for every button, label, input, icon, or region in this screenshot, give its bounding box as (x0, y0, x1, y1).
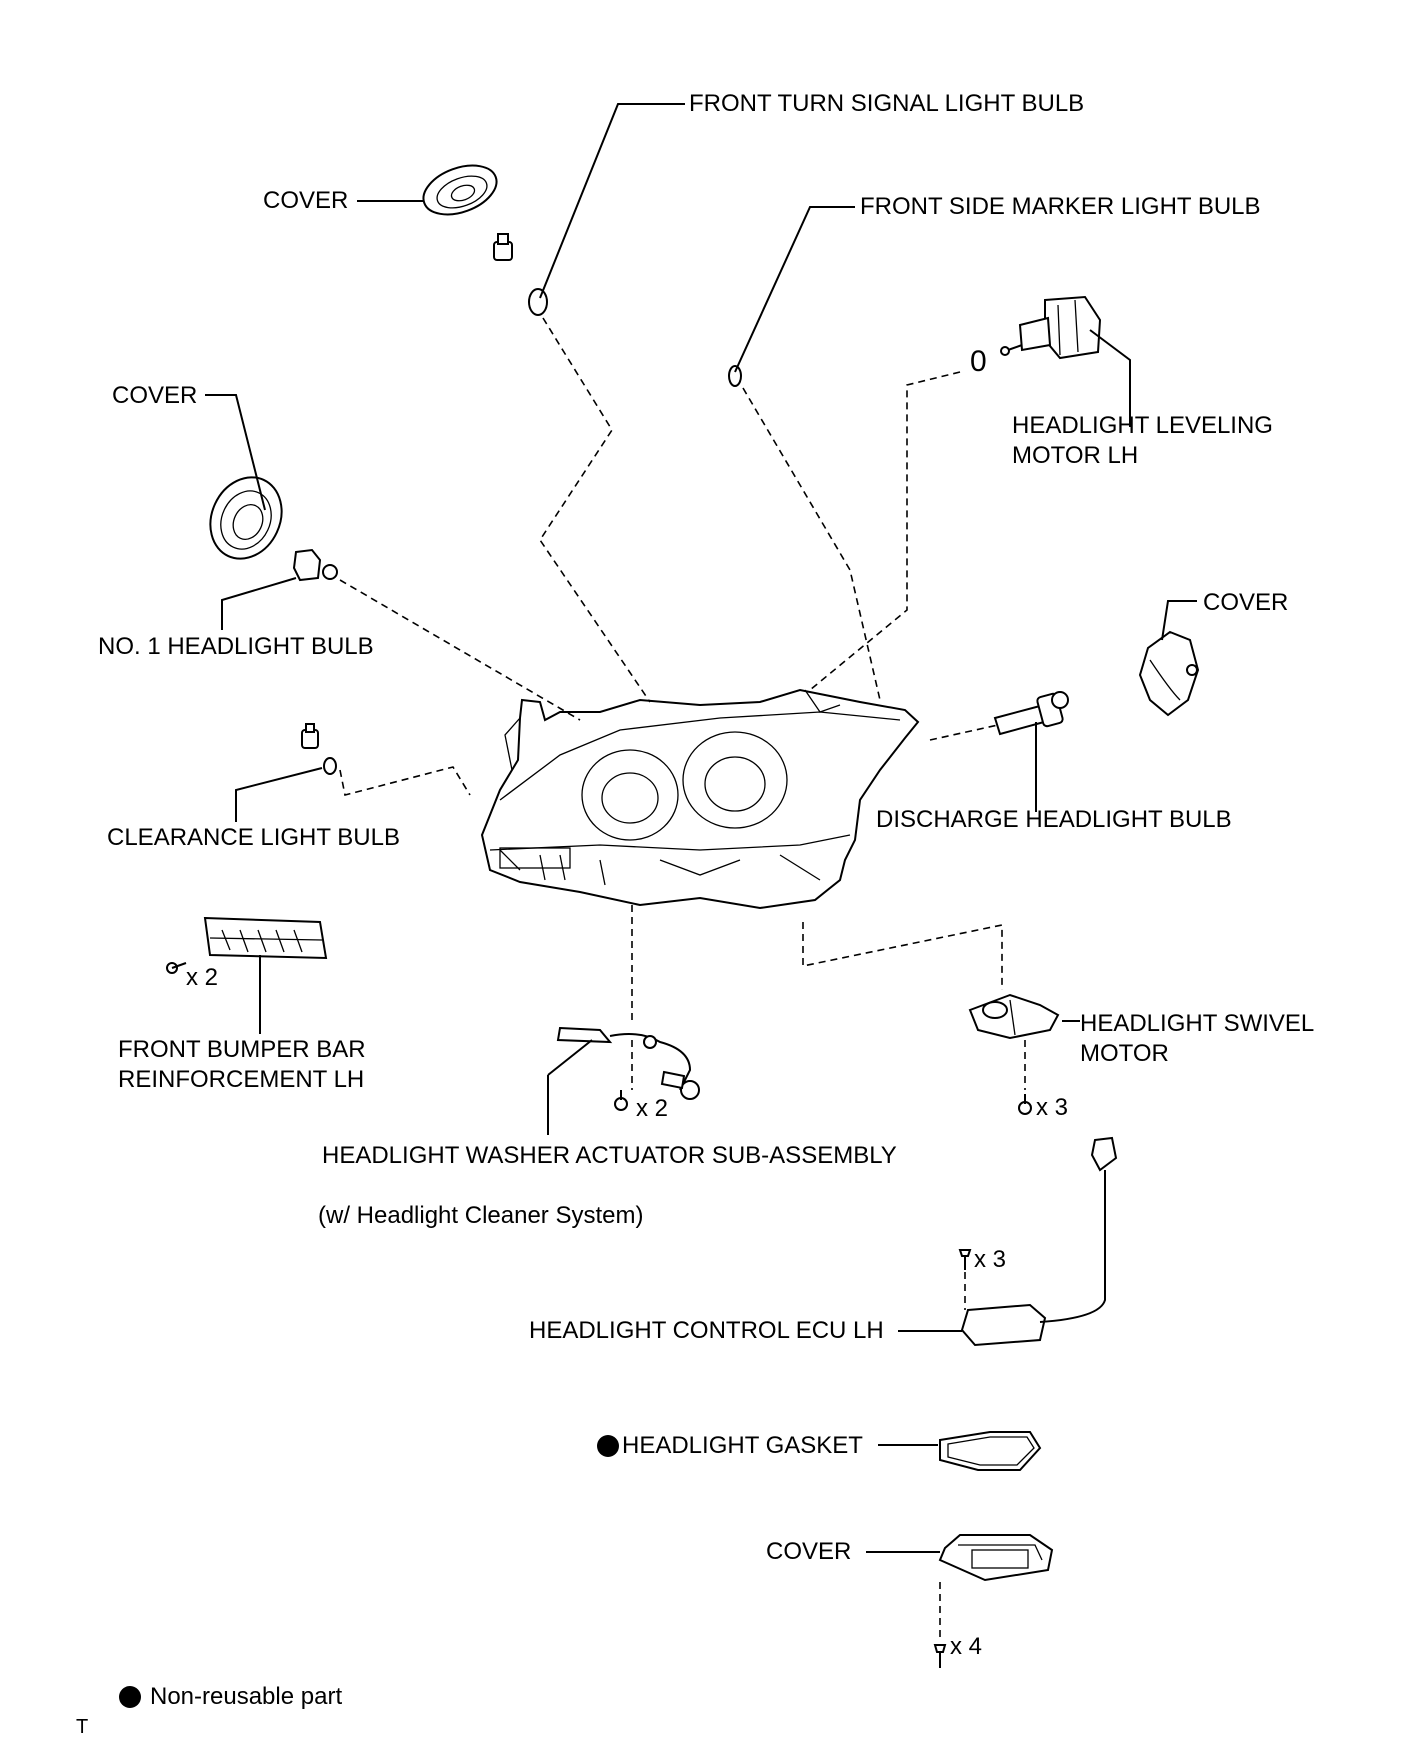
non-reusable-legend-marker (119, 1686, 141, 1708)
label-washer-qty: x 2 (636, 1095, 669, 1122)
cover-right-drawing (1138, 630, 1200, 717)
swivel-bolt-drawing (1018, 1094, 1032, 1115)
leveling-motor-drawing (1000, 295, 1102, 360)
label-swivel-motor-line2: MOTOR (1080, 1040, 1169, 1067)
label-washer-actuator: HEADLIGHT WASHER ACTUATOR SUB-ASSEMBLY (322, 1142, 897, 1169)
label-washer-note: (w/ Headlight Cleaner System) (318, 1202, 644, 1229)
no1-bulb-drawing (292, 548, 338, 582)
turn-signal-socket-drawing (493, 233, 513, 261)
label-bumper-qty: x 2 (186, 964, 219, 991)
bumper-bolt-drawing (166, 962, 187, 974)
label-front-side-marker-light-bulb: FRONT SIDE MARKER LIGHT BULB (860, 193, 1261, 220)
label-front-bumper-bar-line2: REINFORCEMENT LH (118, 1066, 365, 1093)
label-clearance-light-bulb: CLEARANCE LIGHT BULB (107, 824, 400, 851)
bumper-reinforcement-drawing (203, 916, 328, 960)
assembly-dashed-lines (339, 317, 1026, 1640)
leader-lines (205, 103, 1197, 1553)
corner-mark: T (76, 1716, 89, 1738)
cover-left-drawing (209, 476, 283, 560)
label-headlight-control-ecu: HEADLIGHT CONTROL ECU LH (529, 1317, 884, 1344)
control-ecu-drawing (960, 1136, 1118, 1347)
label-leveling-zero: 0 (970, 345, 987, 378)
label-front-turn-signal-light-bulb: FRONT TURN SIGNAL LIGHT BULB (689, 90, 1085, 117)
label-no1-headlight-bulb: NO. 1 HEADLIGHT BULB (98, 633, 374, 660)
cover-bottom-screw-drawing (933, 1644, 947, 1668)
label-headlight-leveling-motor-line1: HEADLIGHT LEVELING (1012, 412, 1273, 439)
cover-bottom-drawing (938, 1534, 1054, 1582)
non-reusable-marker-gasket (597, 1435, 619, 1457)
label-swivel-motor-line1: HEADLIGHT SWIVEL (1080, 1010, 1315, 1037)
label-cover-right: COVER (1203, 589, 1289, 616)
clearance-bulb-drawing (323, 757, 337, 775)
headlight-gasket-drawing (939, 1431, 1042, 1471)
label-cover-left: COVER (112, 382, 198, 409)
label-ecu-qty: x 3 (974, 1246, 1007, 1273)
legend-non-reusable-part: Non-reusable part (150, 1683, 343, 1710)
washer-bolt-drawing (614, 1090, 628, 1111)
discharge-bulb-drawing (993, 691, 1069, 736)
label-headlight-gasket: HEADLIGHT GASKET (622, 1432, 863, 1459)
cover-top-drawing (422, 164, 498, 216)
headlight-assembly-drawing (480, 688, 920, 910)
washer-actuator-drawing (556, 1026, 700, 1100)
label-cover-bottom-qty: x 4 (950, 1633, 983, 1660)
swivel-motor-drawing (968, 993, 1060, 1040)
label-cover-top: COVER (263, 187, 349, 214)
clearance-socket-drawing (301, 723, 319, 749)
ecu-screw-drawing (958, 1249, 972, 1270)
label-front-bumper-bar-line1: FRONT BUMPER BAR (118, 1036, 366, 1063)
label-swivel-qty: x 3 (1036, 1094, 1069, 1121)
label-cover-bottom: COVER (766, 1538, 852, 1565)
label-headlight-leveling-motor-line2: MOTOR LH (1012, 442, 1139, 469)
turn-signal-bulb-drawing (528, 288, 548, 316)
side-marker-bulb-drawing (728, 365, 742, 387)
label-discharge-headlight-bulb: DISCHARGE HEADLIGHT BULB (876, 806, 1232, 833)
